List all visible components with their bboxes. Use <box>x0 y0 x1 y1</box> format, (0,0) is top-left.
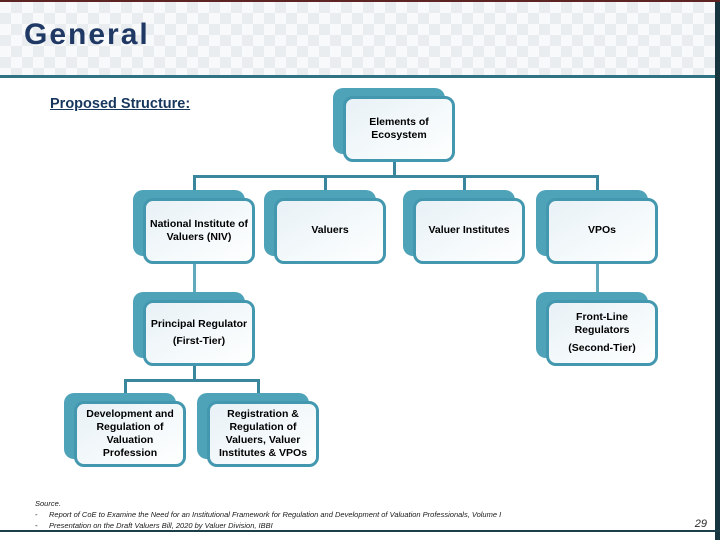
source-text: Report of CoE to Examine the Need for an… <box>49 509 502 519</box>
connector-row4-rail <box>124 379 260 382</box>
top-accent-line <box>0 0 720 2</box>
node-elements-of-ecosystem: Elements of Ecosystem <box>333 88 455 162</box>
page-number: 29 <box>694 518 707 530</box>
connector-drop-valuer-institutes <box>463 175 466 192</box>
node-label: Valuer Institutes <box>428 224 510 237</box>
node-label: Development and Regulation of Valuation … <box>86 407 174 460</box>
source-text: Presentation on the Draft Valuers Bill, … <box>49 520 273 530</box>
connector-vpos-frontline <box>596 262 599 296</box>
source-label: Source. <box>35 499 61 508</box>
source-item: - Presentation on the Draft Valuers Bill… <box>35 521 655 532</box>
slide-header: General <box>0 2 720 78</box>
node-principal-regulator: Principal Regulator (First-Tier) <box>133 292 255 366</box>
bullet-dash: - <box>35 509 38 519</box>
node-box: Valuers <box>274 198 386 264</box>
connector-principal-stem <box>193 364 196 382</box>
bullet-dash: - <box>35 520 38 530</box>
node-sublabel: (Second-Tier) <box>568 341 636 354</box>
connector-drop-valuers <box>324 175 327 192</box>
node-box: National Institute of Valuers (NIV) <box>143 198 255 264</box>
node-box: Front-Line Regulators (Second-Tier) <box>546 300 658 366</box>
node-box: Development and Regulation of Valuation … <box>74 401 186 467</box>
node-front-line-regulators: Front-Line Regulators (Second-Tier) <box>536 292 658 366</box>
node-label: Principal Regulator <box>150 317 248 330</box>
connector-niv-principal <box>193 262 196 296</box>
connector-drop-development <box>124 379 127 395</box>
node-valuers: Valuers <box>264 190 386 264</box>
node-box: Principal Regulator (First-Tier) <box>143 300 255 366</box>
connector-drop-niv <box>193 175 196 192</box>
node-label: Front-Line Regulators <box>574 311 630 337</box>
node-label: Elements of Ecosystem <box>369 115 429 141</box>
node-label: National Institute of Valuers (NIV) <box>150 217 248 243</box>
source-block: Source. - Report of CoE to Examine the N… <box>35 499 655 532</box>
page-title: General <box>24 18 150 51</box>
node-label: Registration & Regulation of Valuers, Va… <box>218 407 308 460</box>
node-development-regulation: Development and Regulation of Valuation … <box>64 393 186 467</box>
source-item: - Report of CoE to Examine the Need for … <box>35 510 655 521</box>
connector-drop-vpos <box>596 175 599 192</box>
node-box: VPOs <box>546 198 658 264</box>
node-label: VPOs <box>587 224 616 237</box>
node-niv: National Institute of Valuers (NIV) <box>133 190 255 264</box>
connector-row2-rail <box>193 175 599 178</box>
node-box: Elements of Ecosystem <box>343 96 455 162</box>
node-sublabel: (First-Tier) <box>172 335 226 347</box>
node-label: Valuers <box>311 224 349 237</box>
node-box: Valuer Institutes <box>413 198 525 264</box>
section-subtitle: Proposed Structure: <box>50 96 191 112</box>
connector-drop-registration <box>257 379 260 395</box>
connector-root-stem <box>393 160 396 178</box>
node-valuer-institutes: Valuer Institutes <box>403 190 525 264</box>
right-edge-bar <box>715 2 720 540</box>
node-vpos: VPOs <box>536 190 658 264</box>
node-registration-regulation: Registration & Regulation of Valuers, Va… <box>197 393 319 467</box>
node-box: Registration & Regulation of Valuers, Va… <box>207 401 319 467</box>
bottom-rule <box>0 530 720 532</box>
